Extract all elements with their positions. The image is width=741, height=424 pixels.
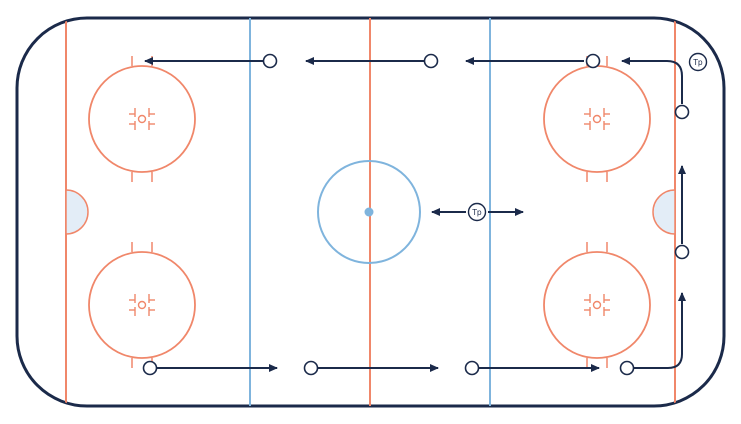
faceoff-circle-bottom-right-dot	[592, 300, 602, 310]
arrow-right-up-2	[634, 292, 686, 369]
goal-crease-right	[652, 189, 676, 235]
player-top-3	[585, 53, 601, 69]
coach-top: Tp	[688, 52, 708, 72]
player-bottom-2	[303, 360, 319, 376]
drill-arrows	[144, 57, 686, 372]
arrow-top-curve	[621, 57, 683, 104]
center-faceoff-dot	[364, 207, 374, 217]
faceoff-circle-top-left	[88, 65, 196, 173]
player-right-2	[674, 244, 690, 260]
faceoff-circle-top-right-dot	[592, 114, 602, 124]
faceoff-circle-bottom-right	[543, 251, 651, 359]
player-bottom-4	[619, 360, 635, 376]
player-bottom-3	[464, 360, 480, 376]
faceoff-circle-bottom-left-dot	[137, 300, 147, 310]
faceoff-circle-top-left-dot	[137, 114, 147, 124]
players	[142, 53, 690, 376]
faceoff-circle-bottom-left	[88, 251, 196, 359]
goal-crease-left	[65, 189, 89, 235]
player-top-1	[262, 53, 278, 69]
coach-top-label: Tp	[692, 58, 703, 67]
coach-center: Tp	[467, 202, 487, 222]
coach-center-label: Tp	[471, 208, 482, 217]
player-right-1	[674, 104, 690, 120]
player-bottom-1	[142, 360, 158, 376]
player-top-2	[423, 53, 439, 69]
center-circle	[317, 160, 421, 264]
